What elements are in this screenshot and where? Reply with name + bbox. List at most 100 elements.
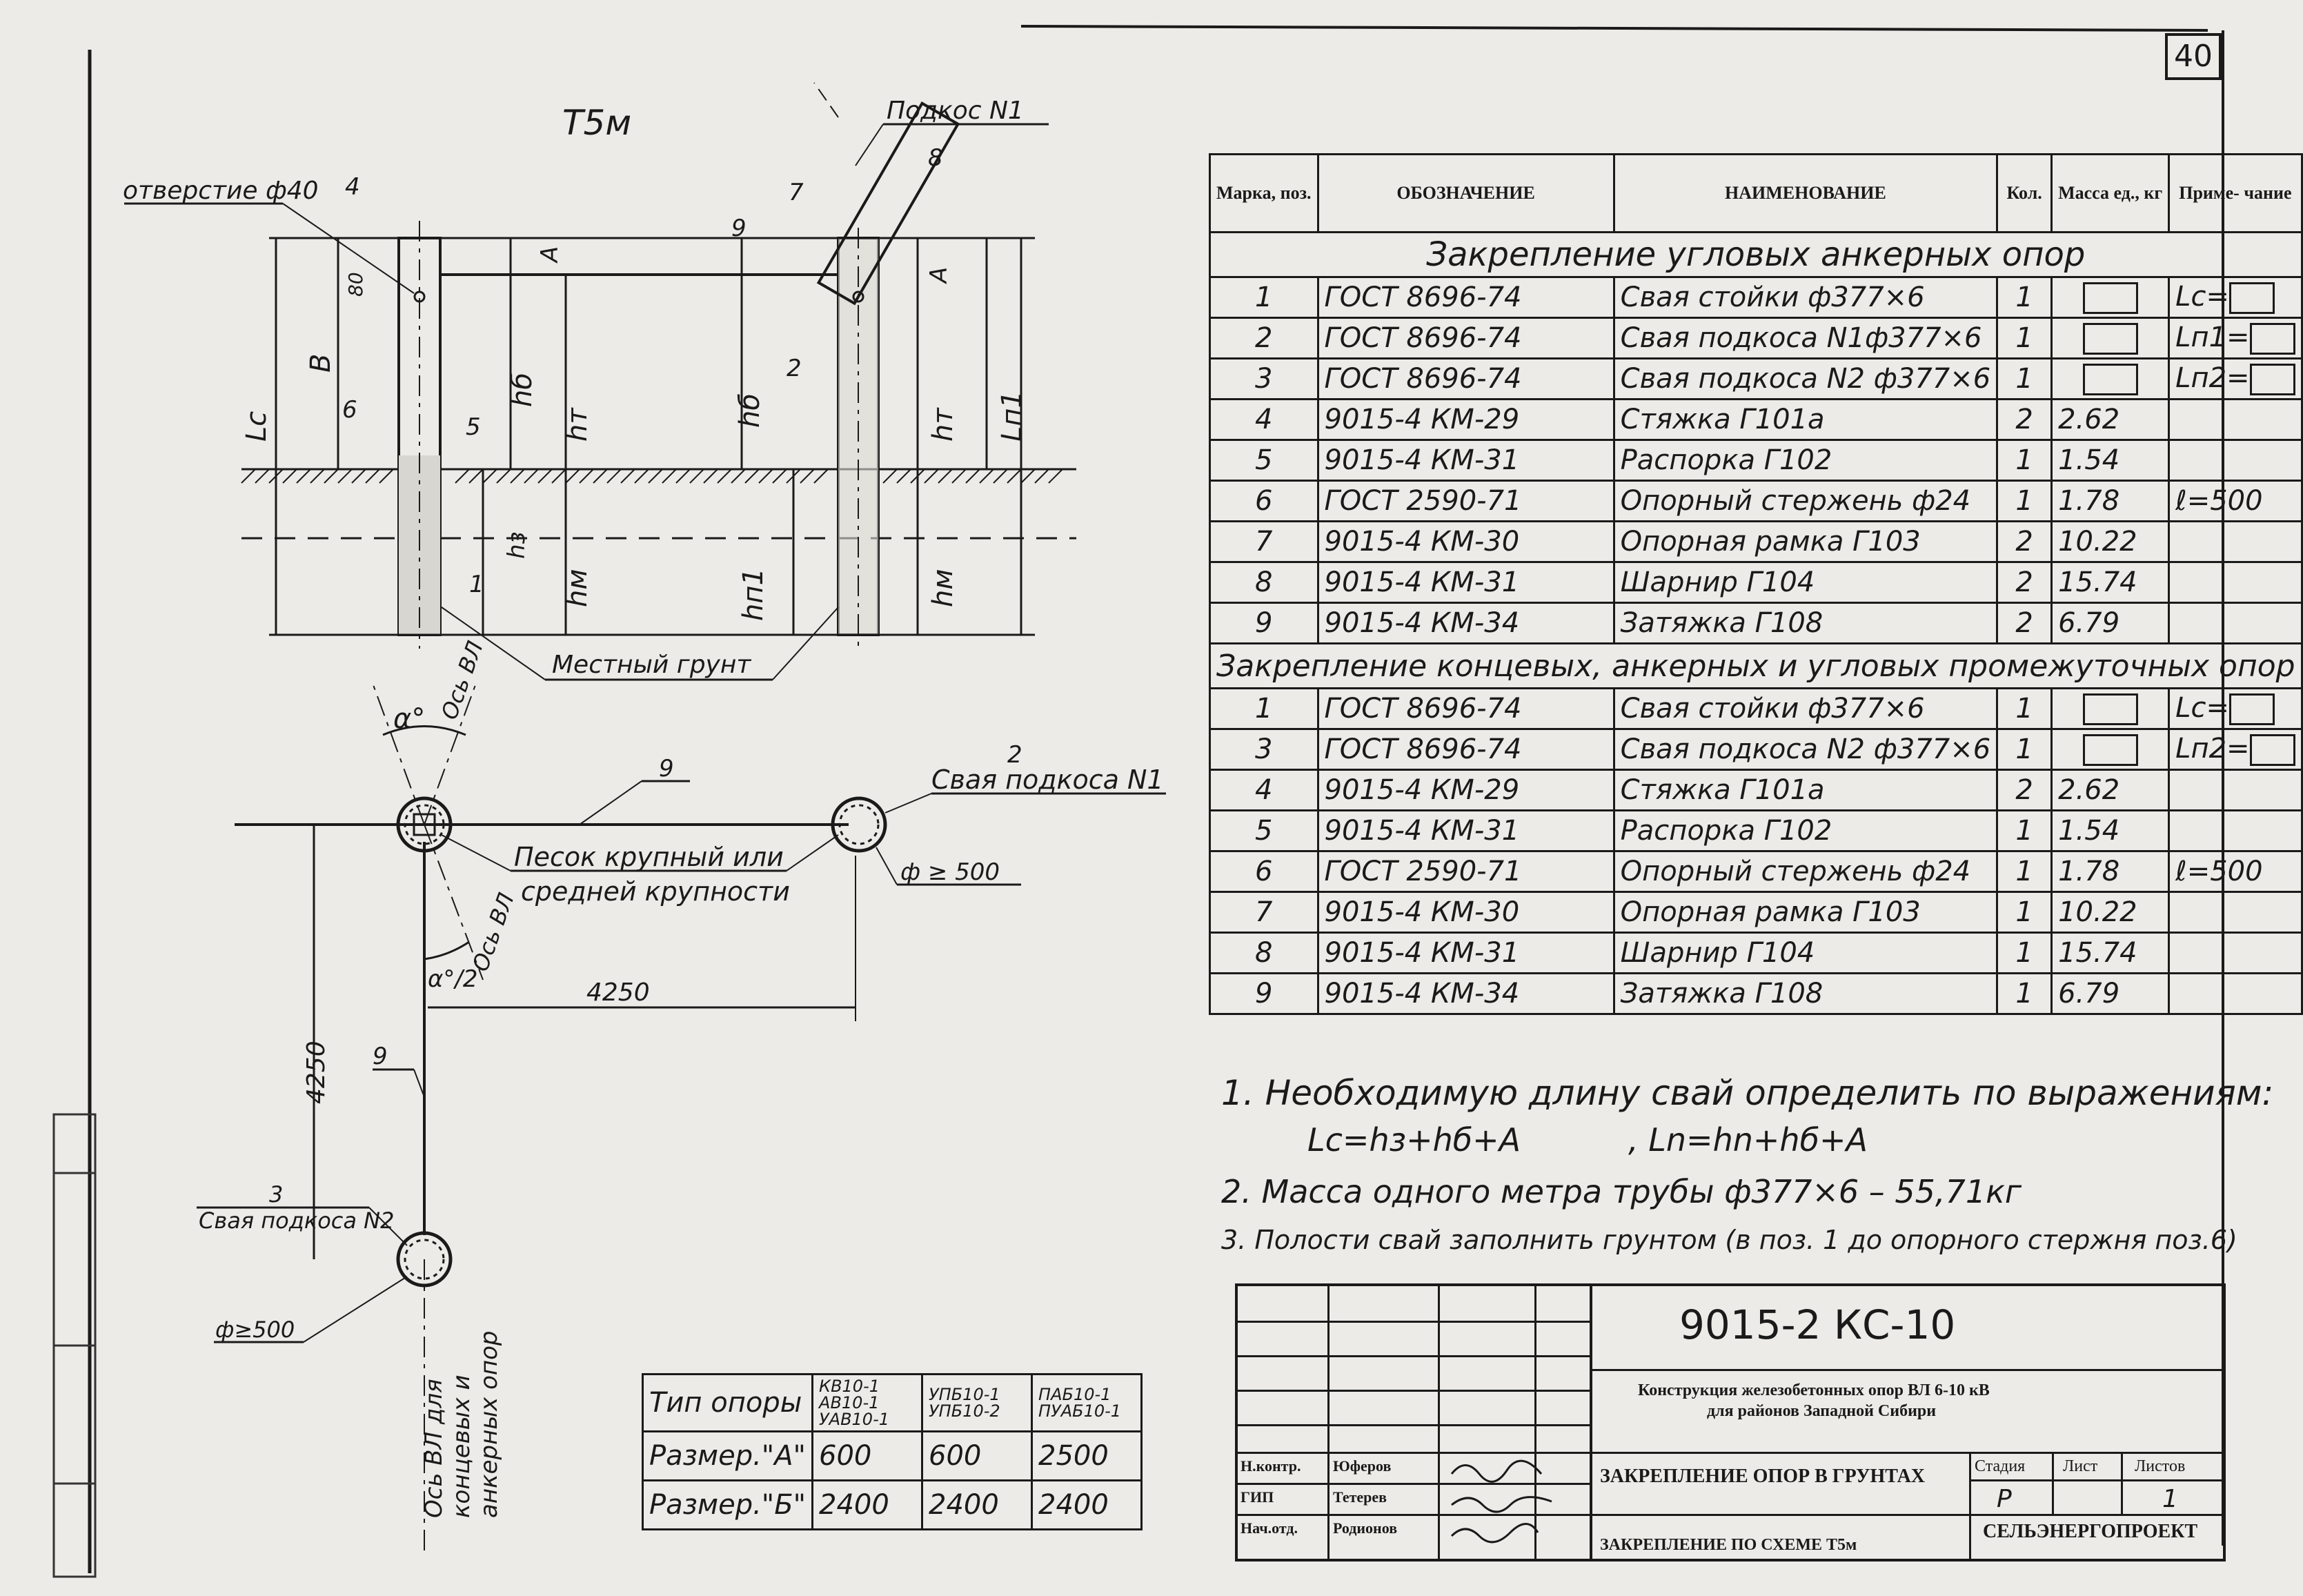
hole-mark xyxy=(413,290,426,303)
note-box xyxy=(2249,734,2295,766)
stage-value: Р xyxy=(1997,1485,2012,1513)
col-mass: Масса ед., кг xyxy=(2050,153,2171,233)
dim-hm-right: hм xyxy=(927,569,959,607)
pos-8: 8 xyxy=(928,144,943,172)
pos-7: 7 xyxy=(789,179,804,206)
plan-pile-rack xyxy=(396,796,453,853)
sheet-title: ЗАКРЕПЛЕНИЕ ОПОР В ГРУНТАХ xyxy=(1600,1466,1926,1487)
note-box xyxy=(2228,693,2275,725)
table-row: Размер."Б" 2400 2400 2400 xyxy=(641,1479,1143,1530)
sheets-value: 1 xyxy=(2162,1485,2178,1513)
label-diam-2: ф≥500 xyxy=(215,1317,295,1343)
dim-hb-left: hб xyxy=(506,373,538,407)
note-3: 3. Полости свай заполнить грунтом (в поз… xyxy=(1221,1225,2237,1255)
plan-pile-brace-2 xyxy=(396,1231,453,1288)
bottom-text: ЗАКРЕПЛЕНИЕ ПО СХЕМЕ Т5м xyxy=(1600,1536,1857,1554)
dim-plan-v: 4250 xyxy=(302,1041,330,1104)
mass-box xyxy=(2082,364,2138,395)
col-qty: Кол. xyxy=(1996,153,2053,233)
col-note: Приме- чание xyxy=(2168,153,2303,233)
dim-B: В xyxy=(305,354,337,373)
label-hole: отверстие ф40 xyxy=(123,177,319,205)
dim-hm-left: hм xyxy=(562,569,593,607)
org-name: СЕЛЬЭНЕРГОПРОЕКТ xyxy=(1983,1521,2198,1542)
label-sand-2: средней крупности xyxy=(521,876,790,907)
col-pos: Марка, поз. xyxy=(1209,153,1319,233)
note-1: 1. Необходимую длину свай определить по … xyxy=(1221,1073,2274,1113)
sig-name-1: Юферов xyxy=(1333,1457,1392,1475)
stage-label: Стадия xyxy=(1975,1457,2026,1475)
dim-hb-right: hб xyxy=(734,393,766,428)
foundation-drawing: Т5м Lc В 80 hб hт А hз hм xyxy=(123,82,1166,1553)
brace-1 xyxy=(816,101,960,306)
pos-2: 2 xyxy=(787,355,802,382)
label-brace-pile-1-num: 2 xyxy=(1007,741,1022,769)
note-box xyxy=(2249,323,2295,355)
doc-code: 9015-2 КС-10 xyxy=(1679,1301,1956,1348)
dim-plan-h: 4250 xyxy=(586,978,650,1007)
angle-alpha: α° xyxy=(393,703,425,735)
axis-end-2: концевых и xyxy=(448,1375,475,1518)
label-brace-pile-2-num: 3 xyxy=(269,1181,283,1208)
mass-box xyxy=(2082,693,2138,725)
col-name: НАИМЕНОВАНИЕ xyxy=(1612,153,1999,233)
sig-name-2: Тетерев xyxy=(1333,1488,1387,1506)
note-box xyxy=(2228,282,2275,314)
angle-alpha-half: α°/2 xyxy=(428,965,478,993)
mass-box xyxy=(2082,282,2138,314)
dim-ht-right: hт xyxy=(927,407,959,442)
note-box xyxy=(2249,364,2295,395)
label-diam-1: ф ≥ 500 xyxy=(900,858,1000,886)
dim-A-left: А xyxy=(536,246,564,264)
scheme-title: Т5м xyxy=(562,103,631,143)
pos-5: 5 xyxy=(466,413,481,441)
size-b-label: Размер."Б" xyxy=(641,1479,814,1530)
sheets-label: Листов xyxy=(2135,1457,2186,1475)
subtitle-2: для районов Западной Сибири xyxy=(1707,1402,1937,1420)
axis-va-2: Ось ВЛ xyxy=(467,889,520,975)
sig-role-3: Нач.отд. xyxy=(1241,1519,1298,1537)
dim-Lc: Lc xyxy=(241,411,273,442)
section-1-title: Закрепление угловых анкерных опор xyxy=(1209,231,2303,278)
col-code: ОБОЗНАЧЕНИЕ xyxy=(1316,153,1615,233)
signature-scribbles xyxy=(1450,1459,1552,1544)
ground-hatch xyxy=(241,469,1063,484)
pos-6: 6 xyxy=(342,396,357,424)
type-label: Тип опоры xyxy=(641,1373,814,1432)
title-block: 9015-2 КС-10 Конструкция железобетонных … xyxy=(1235,1283,2226,1561)
label-brace-pile-2: Свая подкоса N2 xyxy=(199,1208,394,1234)
spec-header-row: Марка, поз. ОБОЗНАЧЕНИЕ НАИМЕНОВАНИЕ Кол… xyxy=(1209,153,2303,233)
label-local-soil: Местный грунт xyxy=(552,651,751,679)
sheet-label: Лист xyxy=(2063,1457,2098,1475)
dim-Ln: Lп1 xyxy=(996,391,1028,442)
label-brace-pile-1: Свая подкоса N1 xyxy=(931,765,1164,795)
table-row: Размер."А" 600 600 2500 xyxy=(641,1430,1143,1481)
subtitle-1: Конструкция железобетонных опор ВЛ 6-10 … xyxy=(1638,1381,1990,1399)
plan-pile-brace-1 xyxy=(831,796,887,853)
axis-end-1: Ось ВЛ для xyxy=(420,1379,448,1518)
dim-A-right: А xyxy=(925,267,953,284)
sig-role-1: Н.контр. xyxy=(1241,1457,1301,1475)
formula-2: , Ln=hn+hб+А xyxy=(1628,1121,1868,1159)
dimension-lines xyxy=(269,237,1035,636)
note-2: 2. Масса одного метра трубы ф377×6 – 55,… xyxy=(1221,1173,2022,1210)
pos-9-elev: 9 xyxy=(731,215,747,242)
label-sand: Песок крупный или xyxy=(514,842,784,872)
